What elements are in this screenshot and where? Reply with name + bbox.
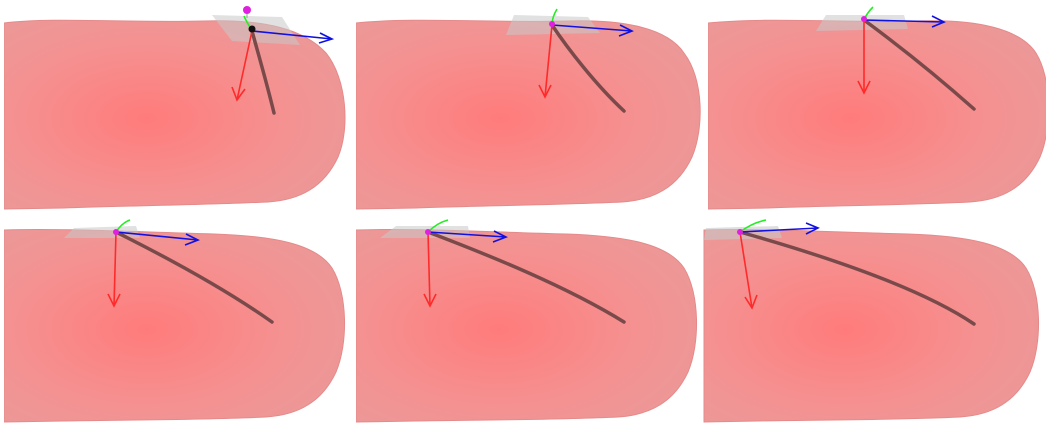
panel-5 bbox=[356, 216, 704, 428]
scene-svg bbox=[4, 5, 352, 217]
tissue-surface bbox=[356, 20, 700, 209]
scene-svg bbox=[708, 5, 1046, 217]
scene-svg bbox=[356, 216, 704, 428]
entry-point-marker bbox=[861, 16, 867, 22]
entry-point-marker bbox=[737, 229, 743, 235]
entry-point-marker bbox=[243, 6, 251, 14]
scene-svg bbox=[4, 216, 352, 428]
panel-1 bbox=[4, 5, 352, 217]
tissue-surface bbox=[4, 20, 345, 209]
scene-svg bbox=[698, 216, 1046, 428]
panel-3 bbox=[708, 5, 1046, 217]
entry-point-marker bbox=[549, 21, 555, 27]
entry-point-marker bbox=[425, 229, 431, 235]
tissue-surface bbox=[4, 229, 345, 422]
panel-6 bbox=[698, 216, 1046, 428]
tool-plane bbox=[64, 226, 140, 238]
panel-4 bbox=[4, 216, 352, 428]
entry-point-marker bbox=[113, 229, 119, 235]
tip-marker bbox=[249, 26, 256, 33]
tissue-surface bbox=[356, 229, 697, 422]
scene-svg bbox=[356, 5, 704, 217]
panel-2 bbox=[356, 5, 704, 217]
tissue-surface bbox=[704, 229, 1039, 422]
tissue-surface bbox=[708, 20, 1046, 209]
